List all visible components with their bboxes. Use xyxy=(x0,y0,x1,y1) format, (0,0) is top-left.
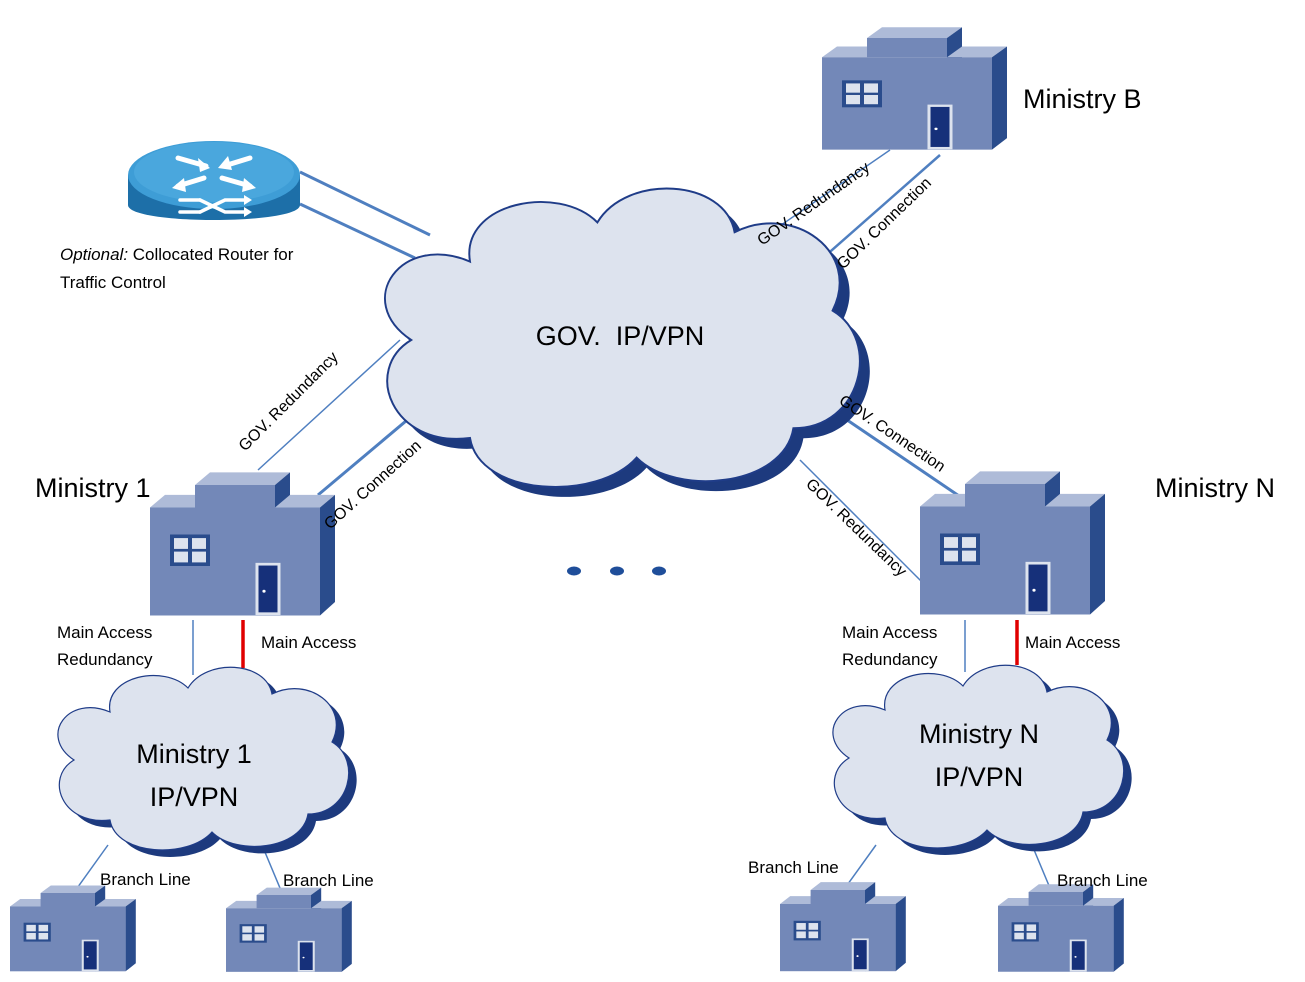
ministry-n-label: Ministry N xyxy=(1155,473,1275,503)
ministry-1-cloud-label-1: Ministry 1 xyxy=(136,739,252,769)
m1-branch-left-building-icon xyxy=(8,884,137,973)
mn-redundancy-label-2: Redundancy xyxy=(842,650,938,669)
ministry-n-cloud: Ministry N IP/VPN xyxy=(832,664,1132,855)
router-link-2 xyxy=(299,202,416,260)
ministry-n-cloud-label-2: IP/VPN xyxy=(935,762,1024,792)
one-redundancy-label: GOV. Redundancy xyxy=(236,349,342,455)
m1-redundancy-label-1: Main Access xyxy=(57,623,152,642)
router-caption-line-2: Traffic Control xyxy=(60,273,166,292)
mn-branch-left-label: Branch Line xyxy=(748,858,839,877)
ministry-1-label: Ministry 1 xyxy=(35,473,151,503)
one-redundancy-line xyxy=(257,339,401,471)
n-redundancy-line xyxy=(799,459,931,591)
one-connection-label: GOV. Connection xyxy=(321,437,424,533)
gov-cloud-label: GOV. IP/VPN xyxy=(536,321,705,351)
ministry-b-building-icon xyxy=(820,25,1009,152)
n-connection-label: GOV. Connection xyxy=(836,392,948,475)
m1-redundancy-label-2: Redundancy xyxy=(57,650,153,669)
mn-branch-right-building-icon xyxy=(996,883,1125,973)
router-icon xyxy=(128,141,300,220)
m1-main-access-label: Main Access xyxy=(261,633,356,652)
n-redundancy-label: GOV. Redundancy xyxy=(802,476,909,580)
ministry-b-label: Ministry B xyxy=(1023,84,1142,114)
m1-branch-right-building-icon xyxy=(224,886,353,973)
mn-redundancy-label-1: Main Access xyxy=(842,623,937,642)
m1-branch-right-label: Branch Line xyxy=(283,871,374,890)
router-link-1 xyxy=(299,170,431,237)
router-caption-rest: Collocated Router for xyxy=(128,245,294,264)
router-caption-italic: Optional: xyxy=(60,245,128,264)
router-caption-line-1: Optional: Collocated Router for xyxy=(60,245,294,264)
mn-main-access-label: Main Access xyxy=(1025,633,1120,652)
mn-branch-left-building-icon xyxy=(778,881,907,973)
ministry-1-building-icon xyxy=(148,470,337,617)
ministry-n-building-icon xyxy=(918,469,1107,616)
ministry-1-cloud: Ministry 1 IP/VPN xyxy=(57,666,357,857)
gov-cloud: GOV. IP/VPN xyxy=(383,187,870,497)
m1-branch-left-label: Branch Line xyxy=(100,870,191,889)
ministry-1-cloud-label-2: IP/VPN xyxy=(150,782,239,812)
mn-branch-right-label: Branch Line xyxy=(1057,871,1148,890)
b-connection-line xyxy=(814,154,941,266)
more-ministries-icon xyxy=(567,566,666,576)
ministry-n-cloud-label-1: Ministry N xyxy=(919,719,1039,749)
